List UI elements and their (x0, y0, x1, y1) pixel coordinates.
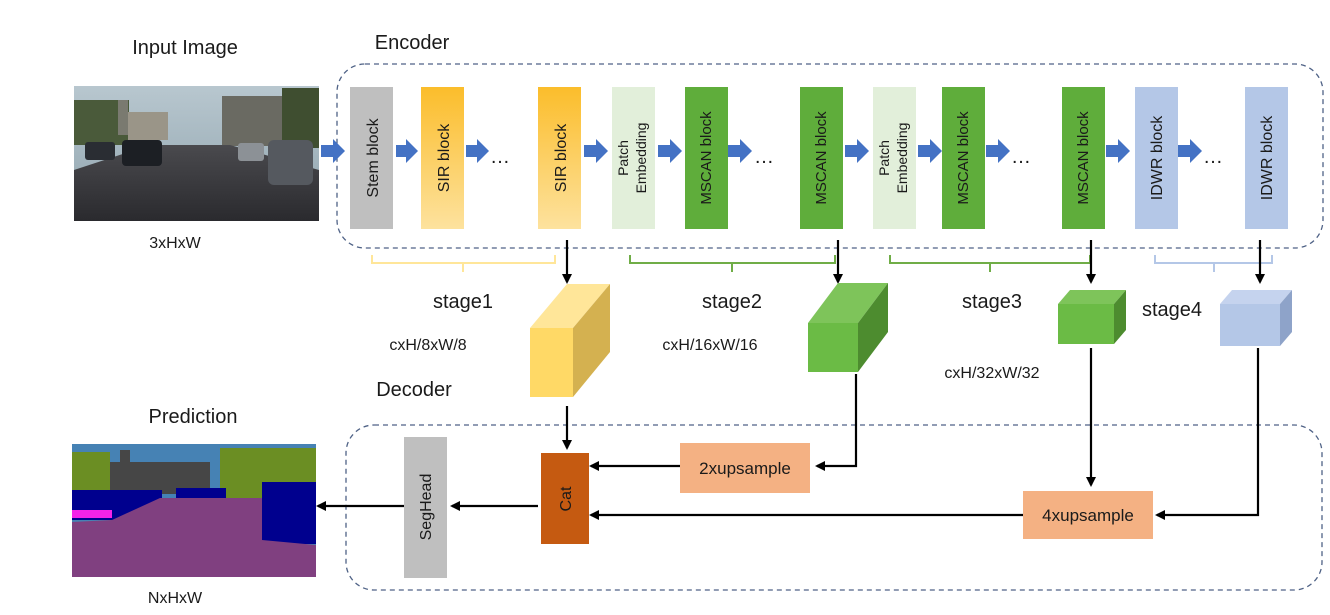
mscan-block: MSCAN block (685, 87, 728, 229)
sir-block-label: SIR block (553, 123, 570, 192)
stage1-label: stage1 (433, 291, 493, 313)
upsample-4x-label: 4xupsample (1042, 506, 1134, 525)
stage3-dims: cxH/32xW/32 (944, 365, 1039, 382)
stage4-label: stage4 (1142, 299, 1202, 321)
stem-block: Stem block (350, 87, 393, 229)
patch-embedding-label-line1: Patch (876, 140, 892, 176)
flow-arrow-icon (658, 139, 682, 163)
stage3-label: stage3 (962, 291, 1022, 313)
flow-arrow-icon (918, 139, 942, 163)
flow-arrow-icon (1106, 139, 1130, 163)
cat-label: Cat (558, 486, 575, 511)
upsample-2x-block: 2xupsample (680, 443, 810, 493)
patch-embedding-block: Patch Embedding (873, 87, 916, 229)
sir-block: SIR block (421, 87, 464, 229)
cat-block: Cat (541, 453, 589, 544)
upsample-2x-label: 2xupsample (699, 459, 791, 478)
flow-arrow-icon (466, 139, 489, 163)
idwr-block: IDWR block (1245, 87, 1288, 229)
decoder-arrows (316, 348, 1260, 520)
stage3-brace (889, 255, 1091, 272)
mscan-block-label: MSCAN block (955, 111, 972, 205)
mscan-block-label: MSCAN block (698, 111, 715, 205)
mscan-block: MSCAN block (942, 87, 985, 229)
prediction-image (72, 444, 316, 577)
stage2-feature-map (808, 283, 888, 372)
encoder-flow-arrows (321, 139, 1202, 163)
stage1-brace (371, 255, 556, 272)
ellipsis: … (1203, 146, 1223, 168)
patch-embedding-label-line2: Embedding (894, 123, 910, 194)
encoder-title: Encoder (375, 32, 450, 54)
idwr-block-label: IDWR block (1259, 115, 1276, 200)
mscan-block-label: MSCAN block (813, 111, 830, 205)
flow-arrow-icon (396, 139, 418, 163)
patch-embedding-label-line1: Patch (615, 140, 631, 176)
stage2-brace (629, 255, 836, 272)
stage4-feature-map (1220, 290, 1292, 346)
flow-arrow-icon (986, 139, 1010, 163)
idwr-block-label: IDWR block (1149, 115, 1166, 200)
stage1-feature-map (530, 284, 610, 397)
stage2-dims: cxH/16xW/16 (662, 337, 757, 354)
seghead-block: SegHead (404, 437, 447, 578)
mscan-block-label: MSCAN block (1075, 111, 1092, 205)
idwr-block: IDWR block (1135, 87, 1178, 229)
prediction-dims-label: NxHxW (148, 590, 203, 607)
sir-block: SIR block (538, 87, 581, 229)
encoder-output-arrows (562, 240, 1265, 284)
prediction-title: Prediction (149, 406, 238, 428)
ellipsis: … (1011, 146, 1031, 168)
ellipsis: … (490, 146, 510, 168)
input-dims-label: 3xHxW (149, 235, 201, 252)
patch-embedding-block: Patch Embedding (612, 87, 655, 229)
ellipsis: … (754, 146, 774, 168)
stem-block-label: Stem block (365, 117, 382, 197)
patch-embedding-label-line2: Embedding (633, 123, 649, 194)
stage2-label: stage2 (702, 291, 762, 313)
input-image-title: Input Image (132, 37, 238, 59)
flow-arrow-icon (1178, 139, 1202, 163)
stage4-brace (1154, 255, 1273, 272)
flow-arrow-icon (321, 139, 345, 163)
flow-arrow-icon (845, 139, 869, 163)
input-image (74, 86, 319, 221)
stage3-feature-map (1058, 290, 1126, 344)
decoder-frame (345, 424, 1323, 591)
flow-arrow-icon (728, 139, 752, 163)
decoder-title: Decoder (376, 379, 452, 401)
stage1-dims: cxH/8xW/8 (389, 337, 466, 354)
seghead-label: SegHead (418, 474, 435, 541)
flow-arrow-icon (584, 139, 608, 163)
upsample-4x-block: 4xupsample (1023, 491, 1153, 539)
sir-block-label: SIR block (436, 123, 453, 192)
mscan-block: MSCAN block (1062, 87, 1105, 229)
encoder-frame (336, 63, 1324, 249)
mscan-block: MSCAN block (800, 87, 843, 229)
